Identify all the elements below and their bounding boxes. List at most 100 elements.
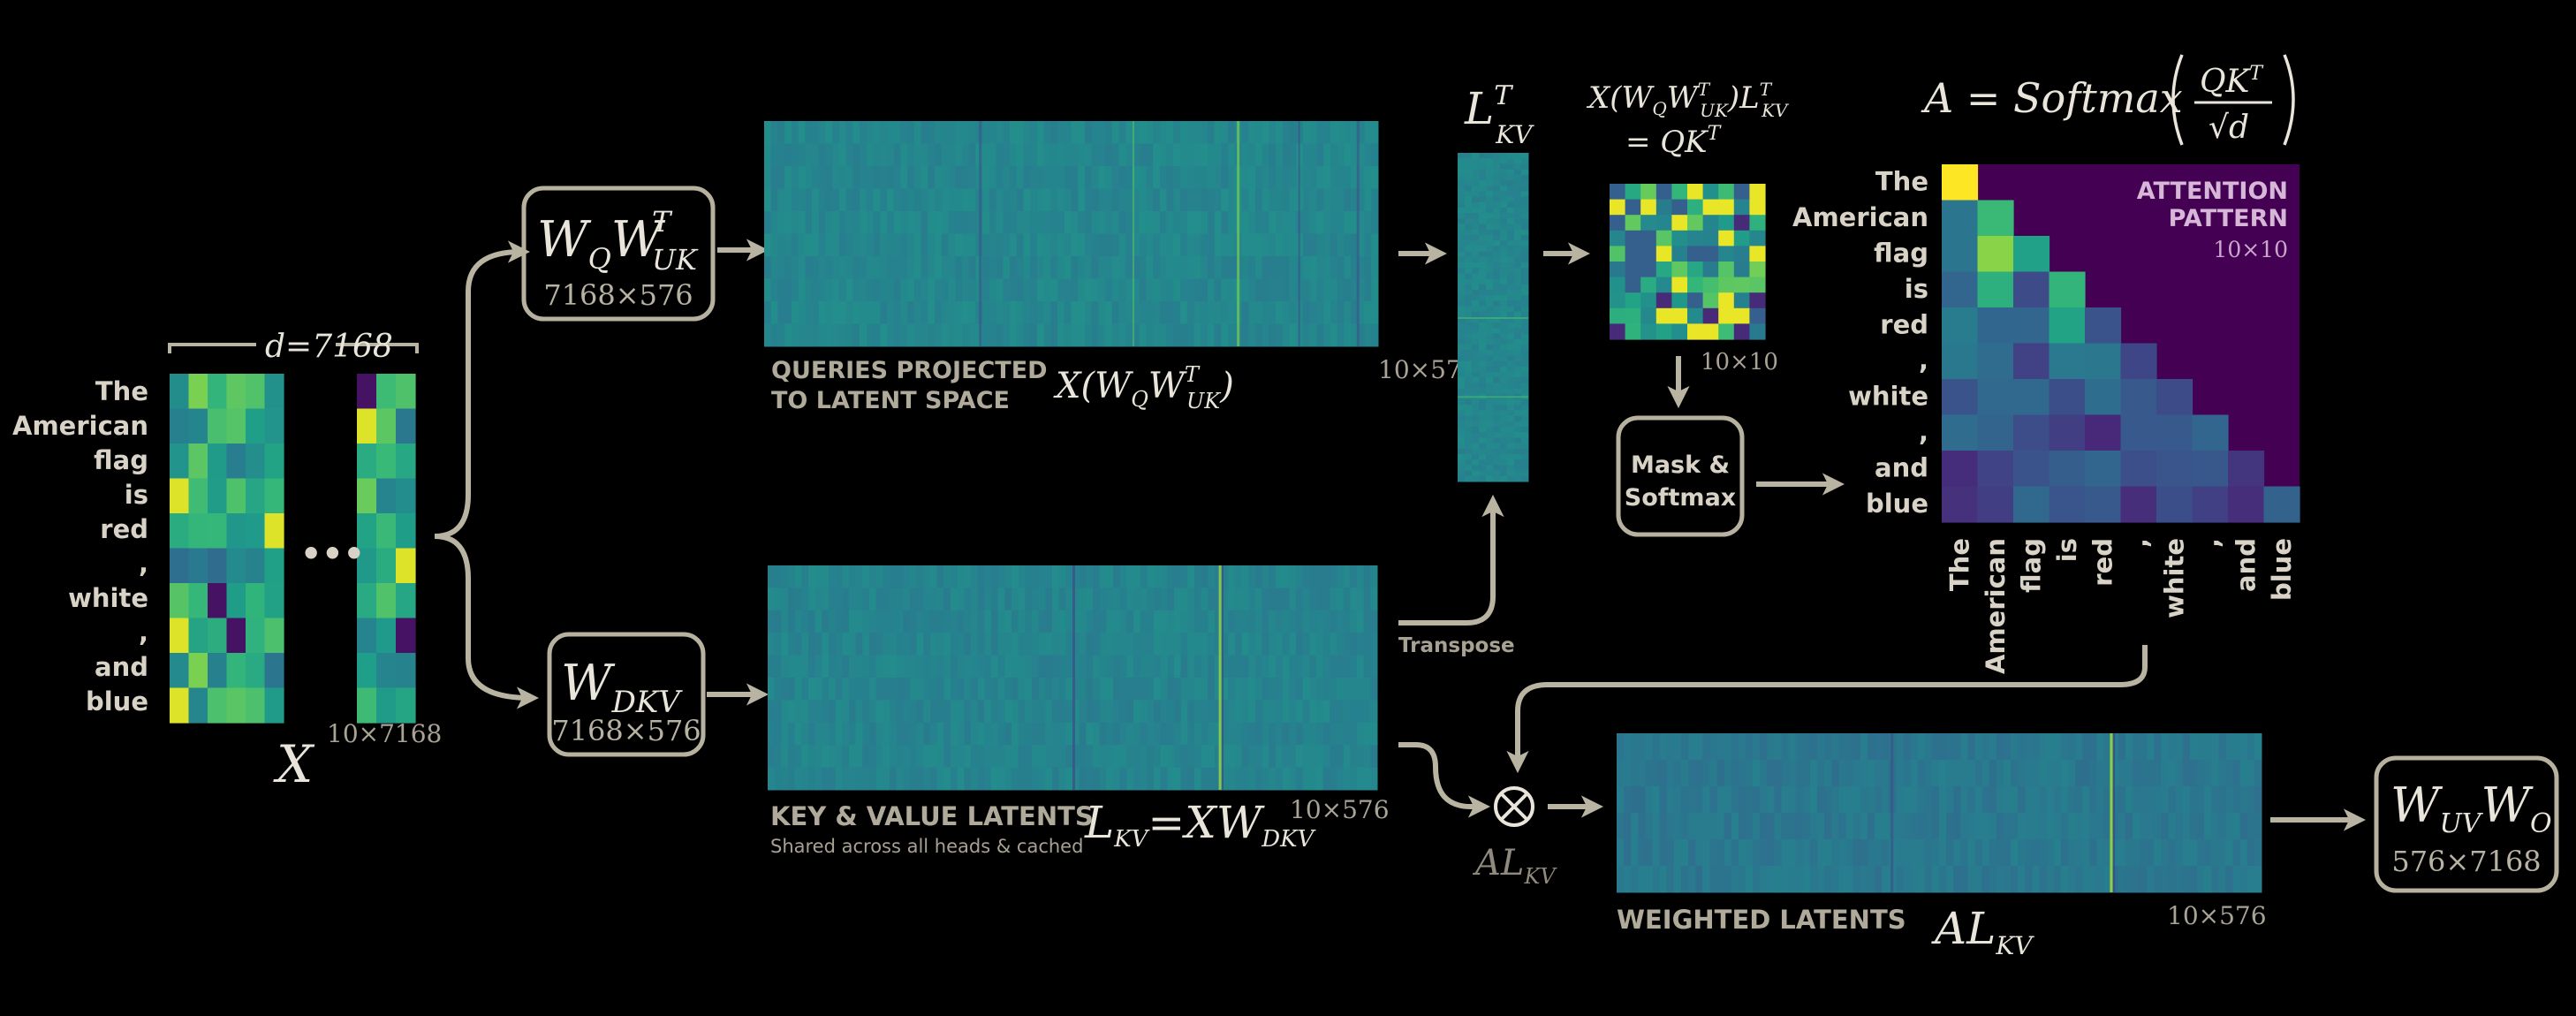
attention-cell: [2120, 343, 2157, 380]
latents-cell: [1032, 767, 1040, 791]
lkvt-cell: [1521, 251, 1529, 258]
lkvt-cell: [1472, 262, 1480, 269]
latents-cell: [829, 678, 837, 701]
latents-cell: [1072, 565, 1080, 588]
lkvt-cell: [1486, 328, 1494, 335]
weighted-cell: [2161, 733, 2170, 761]
latents-cell: [788, 610, 796, 633]
lkvt-cell: [1479, 208, 1487, 214]
lkvt-cell: [1521, 186, 1529, 192]
queries-cell: [941, 166, 949, 189]
lkvt-cell: [1465, 328, 1473, 335]
qk-cell: [1625, 199, 1641, 216]
queries-cell: [1111, 211, 1120, 234]
lkvt-cell: [1500, 284, 1508, 291]
queries-cell: [838, 121, 847, 144]
queries-cell: [852, 143, 860, 167]
lkvt-cell: [1465, 399, 1473, 406]
latents-cell: [801, 678, 809, 701]
lkvt-cell: [1521, 191, 1529, 198]
lkvt-cell: [1472, 213, 1480, 219]
weighted-cell: [2254, 839, 2262, 867]
queries-cell: [798, 301, 806, 324]
queries-cell: [845, 166, 853, 189]
lkvt-cell: [1486, 196, 1494, 203]
latents-cell: [1045, 588, 1053, 611]
queries-cell: [1201, 166, 1208, 189]
lkvt-cell: [1465, 322, 1473, 329]
queries-cell: [893, 166, 901, 189]
latents-cell: [1302, 767, 1310, 791]
lkvt-cell: [1486, 345, 1494, 351]
lkvt-cell: [1514, 311, 1522, 318]
x-cell: [264, 478, 284, 514]
x-cell: [188, 583, 208, 619]
queries-cell: [1261, 188, 1269, 212]
queries-cell: [913, 233, 922, 257]
x-cell: [170, 687, 190, 724]
weighted-cell: [2046, 733, 2055, 761]
queries-cell: [1030, 166, 1038, 189]
queries-cell: [1186, 256, 1194, 279]
latents-cell: [781, 588, 789, 611]
weighted-cell: [1666, 733, 1675, 761]
queries-cell: [825, 301, 833, 324]
qk-cell: [1640, 307, 1657, 324]
lkvt-cell: [1486, 229, 1494, 236]
queries-cell: [1050, 211, 1058, 234]
qk-cell: [1749, 307, 1766, 324]
queries-cell: [989, 233, 997, 257]
lkvt-cell: [1472, 372, 1480, 378]
weighted-cell: [1831, 733, 1839, 761]
queries-cell: [764, 143, 772, 167]
queries-cell: [1133, 166, 1140, 189]
weighted-cell: [2211, 866, 2219, 893]
queries-cell: [825, 233, 833, 257]
queries-cell: [1316, 278, 1324, 302]
x-cell: [396, 444, 416, 480]
latents-cell: [923, 722, 931, 746]
queries-cell: [866, 233, 875, 257]
latents-cell: [1065, 565, 1073, 588]
queries-cell: [1282, 211, 1291, 234]
latents-cell: [1167, 610, 1175, 633]
latents-cell: [1133, 633, 1141, 656]
lkvt-cell: [1479, 158, 1487, 164]
weighted-cell: [1831, 760, 1839, 787]
latents-cell: [1038, 722, 1046, 746]
queries-cell: [948, 143, 956, 167]
weighted-cell: [2218, 813, 2226, 840]
latents-cell: [984, 565, 992, 588]
weighted-cell: [2068, 786, 2076, 814]
weighted-cell: [1810, 733, 1818, 761]
lkvt-cell: [1486, 448, 1494, 455]
lkvt-cell: [1472, 201, 1480, 209]
queries-cell: [1023, 121, 1031, 144]
weighted-cell: [2075, 813, 2083, 840]
latents-cell: [1154, 610, 1162, 633]
queries-cell: [887, 188, 895, 212]
lkvt-cell: [1465, 284, 1473, 291]
queries-cell: [1071, 256, 1079, 279]
latents-cell: [1357, 745, 1365, 769]
lkvt-cell: [1458, 251, 1466, 258]
queries-cell: [921, 211, 928, 234]
lkvt-cell: [1521, 415, 1529, 422]
weighted-cell: [1967, 813, 1976, 840]
queries-cell: [1153, 166, 1161, 189]
weighted-cell: [2246, 786, 2255, 814]
latents-cell: [1316, 767, 1324, 791]
latents-cell: [788, 700, 796, 724]
weighted-cell: [1931, 839, 1940, 867]
lkvt-cell: [1500, 465, 1508, 472]
lkvt-cell: [1507, 186, 1515, 192]
weighted-cell: [2032, 760, 2041, 787]
queries-cell: [1351, 256, 1359, 279]
latents-cell: [1052, 722, 1060, 746]
weighted-cell: [1681, 760, 1689, 787]
lkvt-cell: [1458, 459, 1466, 466]
queries-cell: [887, 233, 895, 257]
latents-cell: [1025, 655, 1033, 679]
queries-cell: [1003, 121, 1011, 144]
weighted-cell: [1974, 813, 1983, 840]
